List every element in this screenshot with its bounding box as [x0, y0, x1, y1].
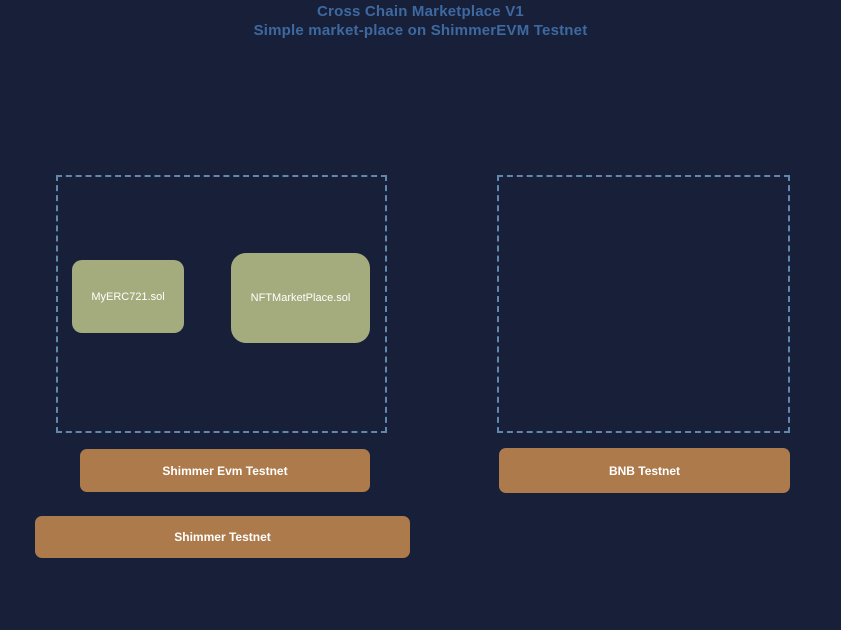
contract-node-nftmarketplace: NFTMarketPlace.sol	[231, 253, 370, 343]
network-node-label: BNB Testnet	[608, 463, 681, 478]
network-node-shimmer-testnet: Shimmer Testnet	[35, 516, 410, 558]
network-node-label: Shimmer Testnet	[174, 530, 271, 544]
group-shimmer-evm-testnet	[56, 175, 387, 433]
network-node-label: Shimmer Evm Testnet	[162, 463, 288, 478]
network-node-bnb-testnet: BNB Testnet	[499, 448, 790, 493]
contract-node-myerc721: MyERC721.sol	[72, 260, 184, 333]
contract-node-label: MyERC721.sol	[91, 290, 165, 303]
title-line-2: Simple market-place on ShimmerEVM Testne…	[253, 22, 588, 39]
diagram-title: Cross Chain Marketplace V1 Simple market…	[0, 2, 841, 40]
contract-node-label: NFTMarketPlace.sol	[250, 292, 351, 304]
title-line-1: Cross Chain Marketplace V1	[317, 3, 524, 20]
network-node-shimmer-evm-testnet: Shimmer Evm Testnet	[80, 449, 370, 492]
group-bnb-testnet	[497, 175, 790, 433]
